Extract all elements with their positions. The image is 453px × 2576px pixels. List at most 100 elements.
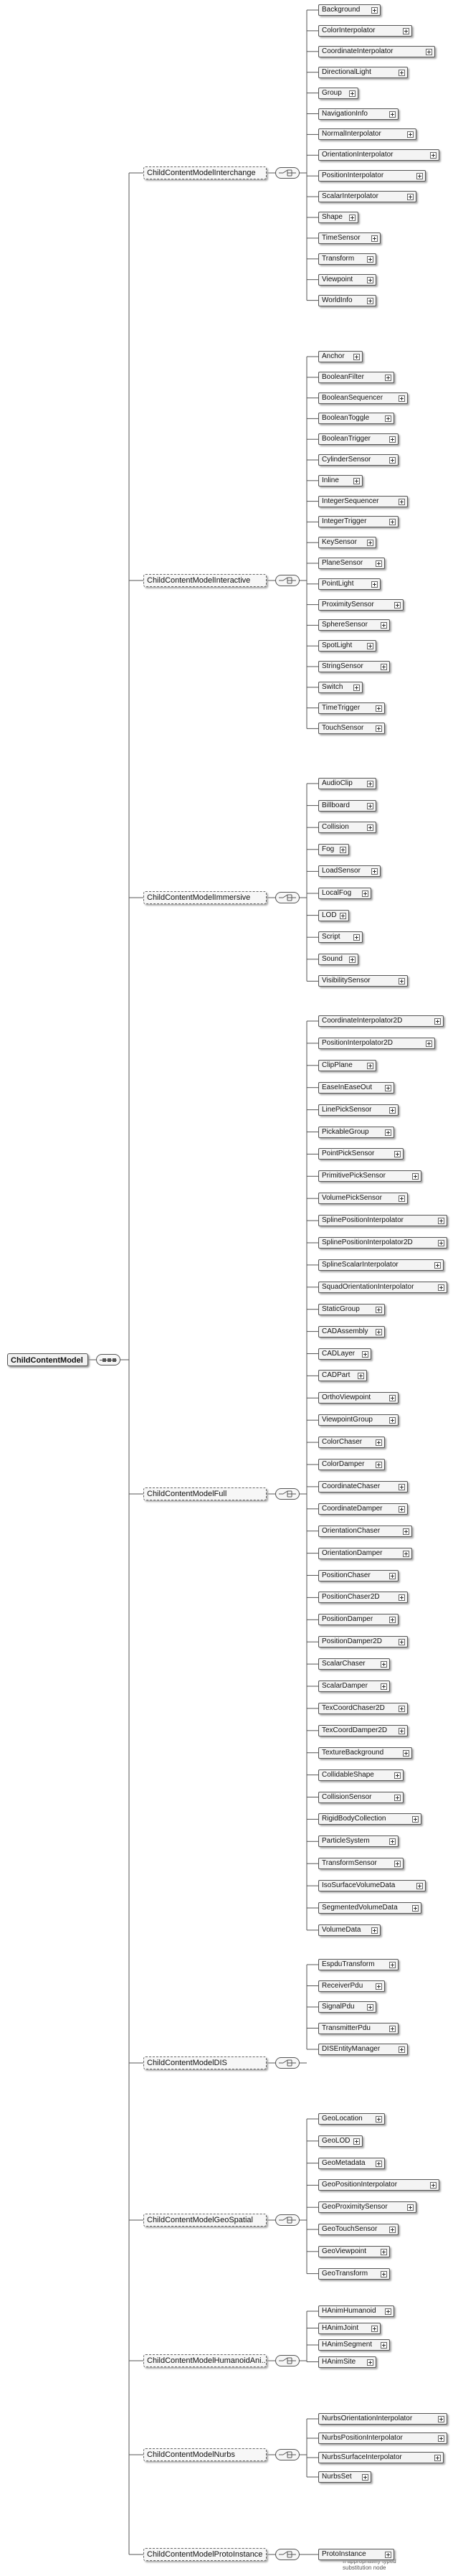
expand-icon[interactable]	[403, 27, 409, 34]
element-planesensor[interactable]: PlaneSensor	[318, 558, 385, 569]
element-orthoviewpoint[interactable]: OrthoViewpoint	[318, 1392, 399, 1404]
expand-icon[interactable]	[430, 152, 437, 159]
expand-icon[interactable]	[367, 255, 373, 263]
expand-icon[interactable]	[430, 2182, 437, 2189]
expand-icon[interactable]	[376, 2116, 382, 2123]
element-colorchaser[interactable]: ColorChaser	[318, 1437, 385, 1449]
element-keysensor[interactable]: KeySensor	[318, 537, 376, 549]
expand-icon[interactable]	[381, 622, 387, 629]
expand-icon[interactable]	[367, 2004, 373, 2011]
element-clipplane[interactable]: ClipPlane	[318, 1059, 376, 1071]
expand-icon[interactable]	[399, 1705, 405, 1712]
element-transform[interactable]: Transform	[318, 253, 376, 265]
element-stringsensor[interactable]: StringSensor	[318, 661, 390, 672]
element-viewpointgroup[interactable]: ViewpointGroup	[318, 1414, 399, 1426]
expand-icon[interactable]	[399, 1483, 405, 1490]
element-geoviewpoint[interactable]: GeoViewpoint	[318, 2245, 390, 2257]
expand-icon[interactable]	[399, 1505, 405, 1513]
expand-icon[interactable]	[367, 297, 373, 304]
expand-icon[interactable]	[376, 1462, 382, 1468]
expand-icon[interactable]	[416, 1883, 423, 1890]
expand-icon[interactable]	[389, 1417, 396, 1424]
expand-icon[interactable]	[407, 131, 414, 138]
element-squadorientationinterpolator[interactable]: SquadOrientationInterpolator	[318, 1281, 447, 1293]
element-geopositioninterpolator[interactable]: GeoPositionInterpolator	[318, 2179, 439, 2191]
element-positiondamper[interactable]: PositionDamper	[318, 1614, 399, 1626]
element-orientationinterpolator[interactable]: OrientationInterpolator	[318, 149, 439, 161]
element-hanimsegment[interactable]: HAnimSegment	[318, 2339, 390, 2351]
expand-icon[interactable]	[399, 69, 405, 76]
element-staticgroup[interactable]: StaticGroup	[318, 1303, 385, 1315]
expand-icon[interactable]	[385, 1084, 391, 1091]
expand-icon[interactable]	[367, 802, 373, 809]
element-scalarinterpolator[interactable]: ScalarInterpolator	[318, 191, 416, 203]
element-booleansequencer[interactable]: BooleanSequencer	[318, 392, 408, 404]
expand-icon[interactable]	[399, 978, 405, 985]
element-primitivepicksensor[interactable]: PrimitivePickSensor	[318, 1170, 421, 1183]
expand-icon[interactable]	[367, 643, 373, 650]
expand-icon[interactable]	[389, 1838, 396, 1846]
expand-icon[interactable]	[371, 868, 378, 875]
element-nurbsorientationinterpolator[interactable]: NurbsOrientationInterpolator	[318, 2413, 447, 2425]
element-background[interactable]: Background	[318, 4, 381, 16]
expand-icon[interactable]	[376, 725, 382, 733]
element-geotouchsensor[interactable]: GeoTouchSensor	[318, 2224, 399, 2235]
element-collidableshape[interactable]: CollidableShape	[318, 1769, 404, 1781]
expand-icon[interactable]	[438, 1240, 444, 1246]
expand-icon[interactable]	[362, 1350, 368, 1358]
expand-icon[interactable]	[371, 1927, 378, 1934]
expand-icon[interactable]	[385, 374, 391, 381]
element-normalinterpolator[interactable]: NormalInterpolator	[318, 128, 416, 141]
group-box-childcontentmodeldis[interactable]: ChildContentModelDIS	[143, 2056, 267, 2069]
element-splinepositioninterpolator2d[interactable]: SplinePositionInterpolator2D	[318, 1237, 447, 1249]
expand-icon[interactable]	[353, 354, 360, 360]
element-spotlight[interactable]: SpotLight	[318, 640, 376, 652]
element-sound[interactable]: Sound	[318, 953, 358, 965]
element-orientationdamper[interactable]: OrientationDamper	[318, 1547, 412, 1559]
element-isosurfacevolumedata[interactable]: IsoSurfaceVolumeData	[318, 1880, 426, 1892]
expand-icon[interactable]	[407, 2204, 414, 2211]
expand-icon[interactable]	[403, 1550, 409, 1557]
element-billboard[interactable]: Billboard	[318, 799, 376, 812]
expand-icon[interactable]	[399, 498, 405, 505]
element-localfog[interactable]: LocalFog	[318, 888, 371, 899]
expand-icon[interactable]	[389, 1106, 396, 1114]
element-positionchaser[interactable]: PositionChaser	[318, 1569, 399, 1581]
expand-icon[interactable]	[353, 2138, 360, 2145]
expand-icon[interactable]	[376, 705, 382, 712]
expand-icon[interactable]	[381, 664, 387, 670]
element-navigationinfo[interactable]: NavigationInfo	[318, 108, 399, 120]
expand-icon[interactable]	[349, 90, 356, 97]
element-rigidbodycollection[interactable]: RigidBodyCollection	[318, 1813, 421, 1825]
element-worldinfo[interactable]: WorldInfo	[318, 294, 376, 306]
element-collisionsensor[interactable]: CollisionSensor	[318, 1791, 404, 1803]
element-positioninterpolator2d[interactable]: PositionInterpolator2D	[318, 1037, 435, 1049]
element-disentitymanager[interactable]: DISEntityManager	[318, 2044, 408, 2055]
element-nurbspositioninterpolator[interactable]: NurbsPositionInterpolator	[318, 2432, 447, 2444]
expand-icon[interactable]	[399, 2046, 405, 2053]
element-hanimhumanoid[interactable]: HAnimHumanoid	[318, 2305, 394, 2317]
element-directionallight[interactable]: DirectionalLight	[318, 66, 408, 78]
element-cadlayer[interactable]: CADLayer	[318, 1348, 371, 1360]
expand-icon[interactable]	[381, 2342, 387, 2349]
expand-icon[interactable]	[403, 1528, 409, 1535]
element-scalarchaser[interactable]: ScalarChaser	[318, 1658, 390, 1670]
element-cylindersensor[interactable]: CylinderSensor	[318, 454, 399, 466]
expand-icon[interactable]	[381, 2270, 387, 2277]
element-splinescalarinterpolator[interactable]: SplineScalarInterpolator	[318, 1259, 444, 1271]
expand-icon[interactable]	[389, 1617, 396, 1624]
expand-icon[interactable]	[389, 1962, 396, 1968]
expand-icon[interactable]	[349, 956, 356, 963]
expand-icon[interactable]	[389, 111, 396, 118]
expand-icon[interactable]	[389, 457, 396, 464]
element-lod[interactable]: LOD	[318, 909, 349, 921]
element-visibilitysensor[interactable]: VisibilitySensor	[318, 975, 408, 987]
element-texcoordchaser2d[interactable]: TexCoordChaser2D	[318, 1702, 408, 1714]
element-geolocation[interactable]: GeoLocation	[318, 2113, 385, 2125]
element-scalardamper[interactable]: ScalarDamper	[318, 1680, 390, 1692]
element-espdutransform[interactable]: EspduTransform	[318, 1959, 399, 1970]
expand-icon[interactable]	[376, 2160, 382, 2167]
expand-icon[interactable]	[426, 1040, 432, 1047]
element-inline[interactable]: Inline	[318, 474, 363, 486]
element-anchor[interactable]: Anchor	[318, 351, 363, 362]
